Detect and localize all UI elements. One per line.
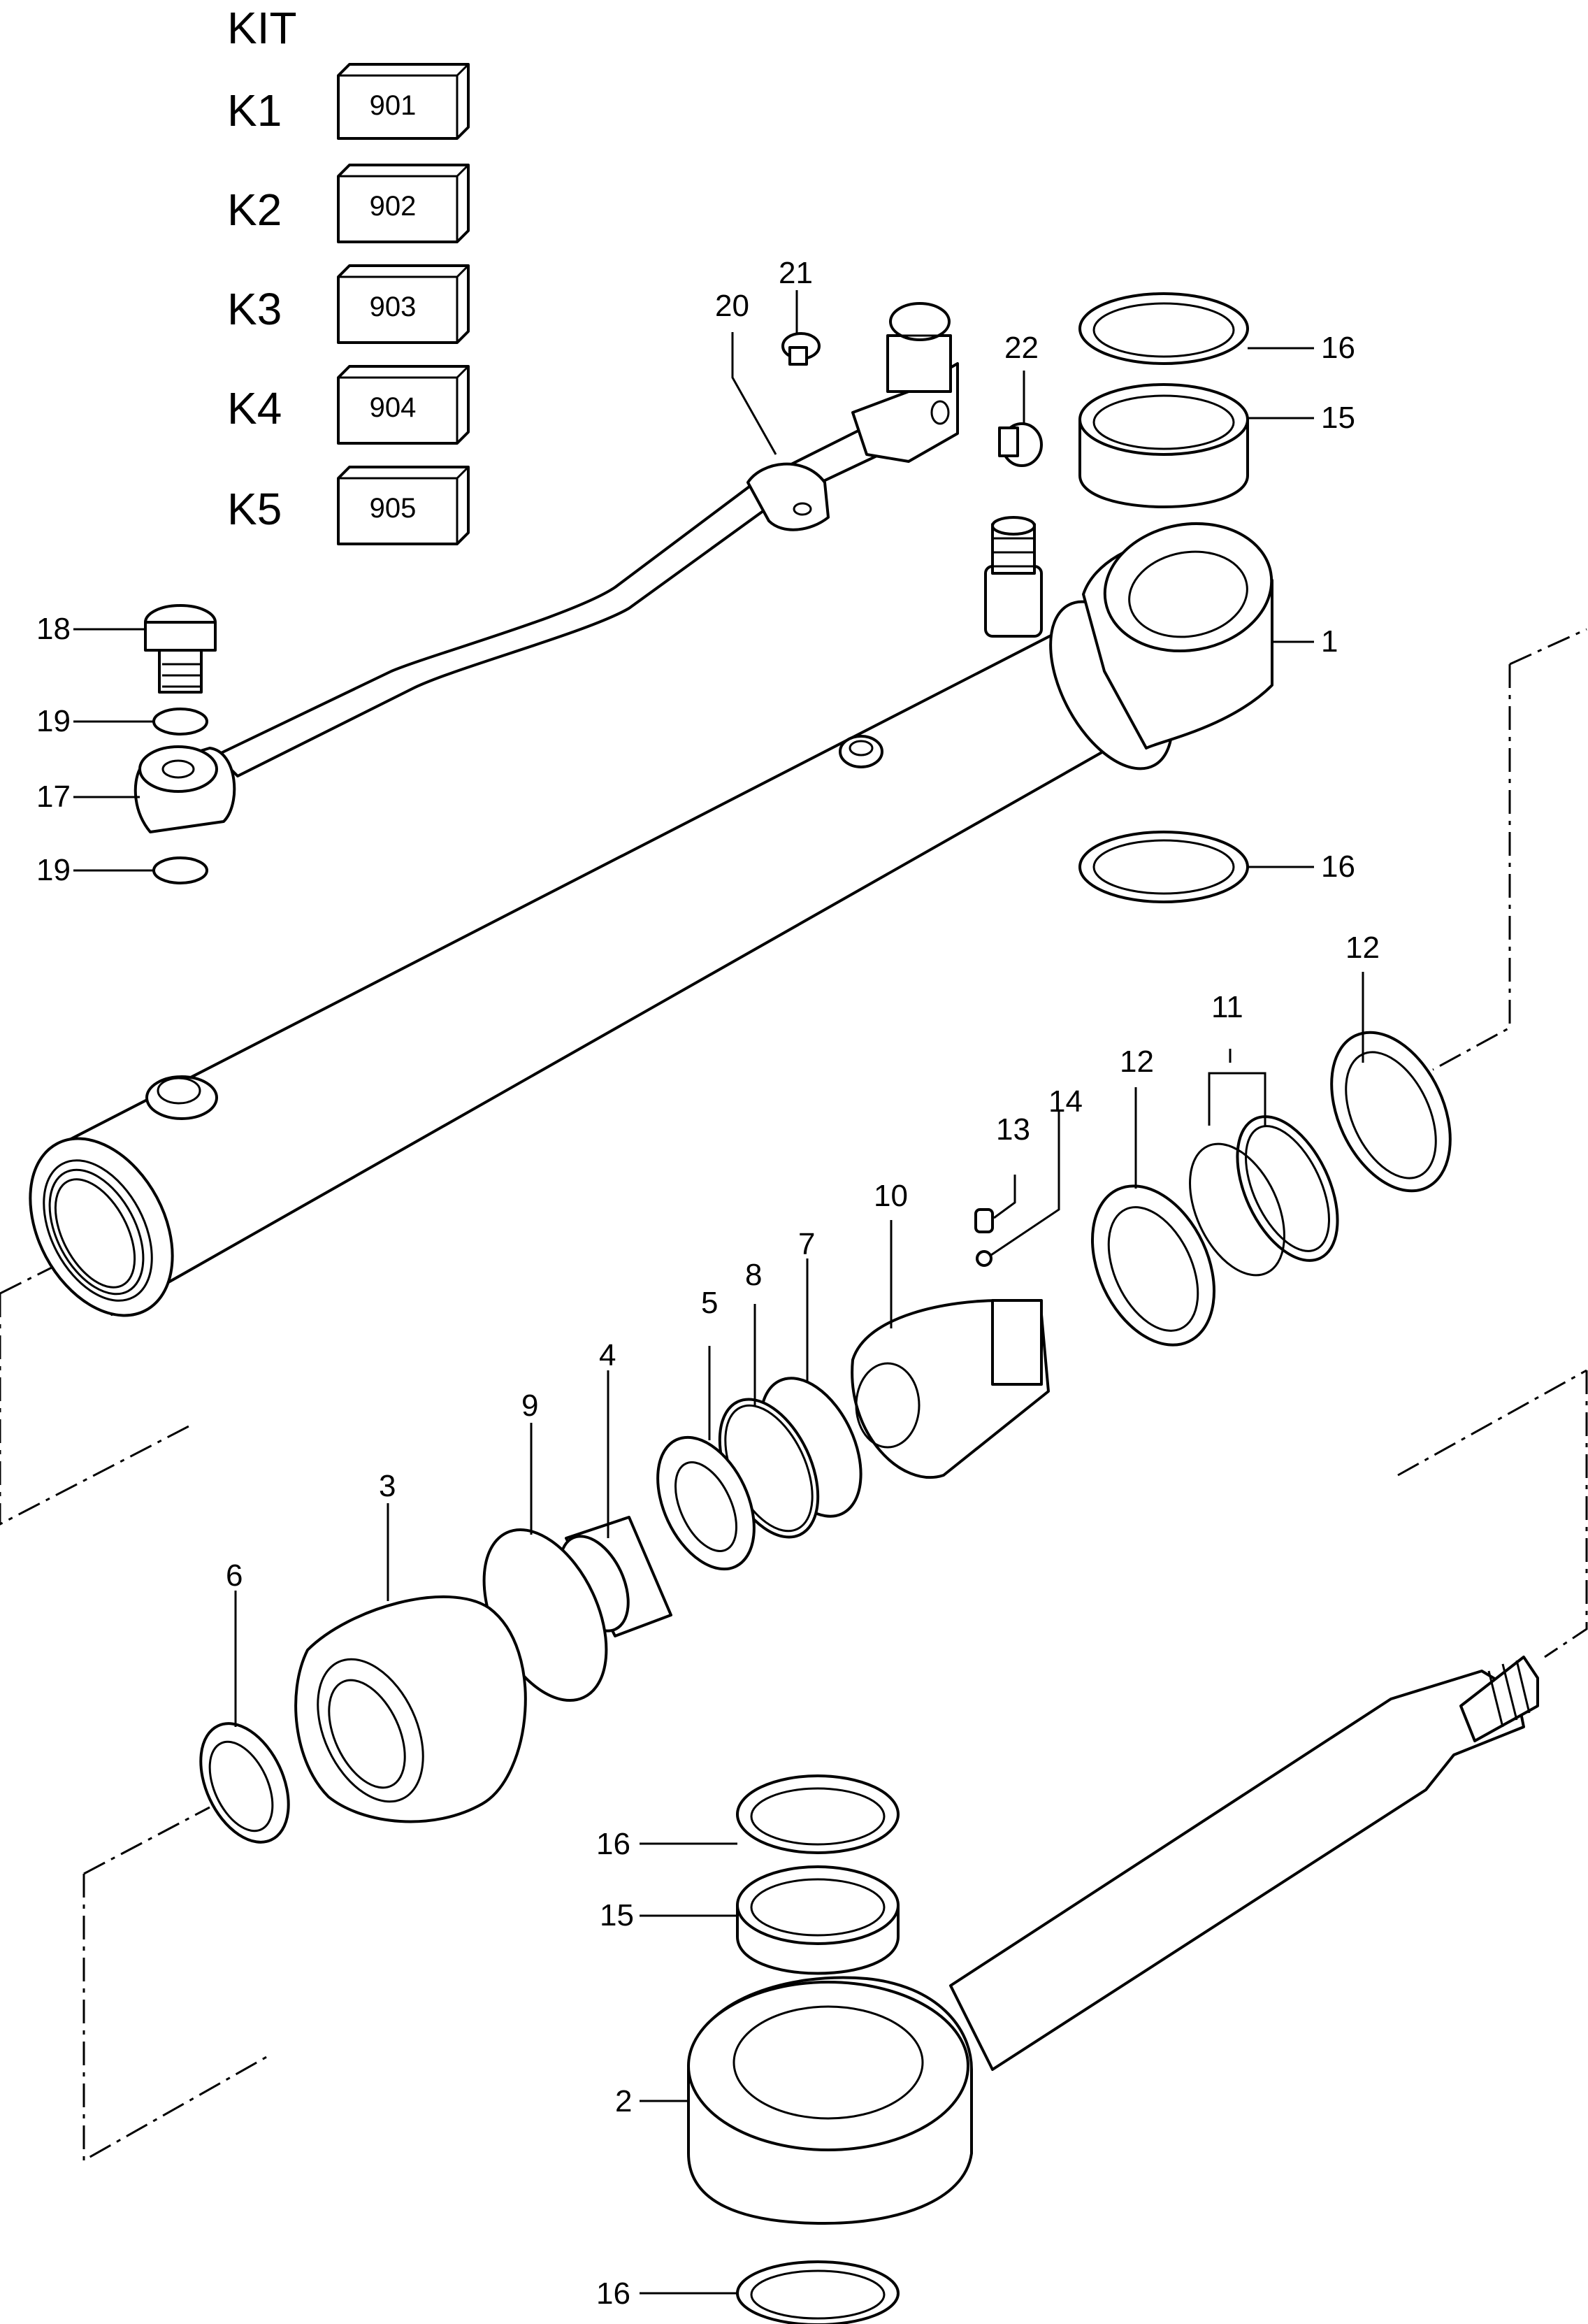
kit-row-k2: K2 902 — [227, 164, 470, 243]
callout-15-top: 15 — [1321, 401, 1355, 435]
callout-16-lower: 16 — [596, 1827, 630, 1861]
leader-lines — [73, 290, 1364, 2295]
piston-assembly — [82, 1031, 1588, 2162]
callout-11: 11 — [1211, 990, 1243, 1024]
callout-16-bottom: 16 — [596, 2276, 630, 2311]
kit-number-k1: 901 — [370, 90, 417, 121]
callout-16-top: 16 — [1321, 331, 1355, 365]
callouts: 1 2 3 4 5 6 7 8 9 10 11 12 12 13 14 15 1… — [36, 256, 1380, 2311]
callout-22: 22 — [1004, 331, 1039, 365]
cylinder-barrel — [0, 516, 1587, 1526]
kit-title: KIT — [227, 3, 297, 53]
piston-rod — [687, 1656, 1539, 2324]
kit-code-k3: K3 — [227, 284, 282, 334]
bushings-top — [1078, 292, 1249, 903]
kit-number-k2: 902 — [370, 191, 417, 222]
kit-number-k5: 905 — [370, 493, 417, 524]
callout-10: 10 — [874, 1179, 908, 1213]
callout-2: 2 — [615, 2084, 632, 2118]
callout-6: 6 — [226, 1558, 243, 1593]
kit-code-k5: K5 — [227, 484, 282, 534]
kit-row-k3: K3 903 — [227, 264, 470, 344]
kit-code-k2: K2 — [227, 185, 282, 235]
callout-15-bottom: 15 — [600, 1898, 634, 1932]
kit-number-k3: 903 — [370, 292, 417, 322]
callout-20: 20 — [715, 289, 749, 323]
kit-code-k1: K1 — [227, 85, 282, 136]
callout-17: 17 — [36, 780, 71, 814]
callout-16-mid: 16 — [1321, 849, 1355, 884]
callout-9: 9 — [521, 1389, 538, 1423]
callout-12-right: 12 — [1345, 931, 1380, 965]
callout-12-left: 12 — [1120, 1045, 1154, 1079]
callout-3: 3 — [379, 1469, 396, 1503]
callout-19-bottom: 19 — [36, 853, 71, 887]
kit-row-k1: K1 901 — [227, 63, 470, 140]
kit-code-k4: K4 — [227, 383, 282, 433]
tube-line — [133, 302, 1043, 884]
callout-5: 5 — [701, 1286, 718, 1320]
callout-7: 7 — [798, 1227, 815, 1261]
kit-number-k4: 904 — [370, 392, 417, 423]
callout-1: 1 — [1321, 624, 1338, 659]
callout-19-top: 19 — [36, 704, 71, 738]
callout-21: 21 — [779, 256, 813, 290]
kit-row-k4: K4 904 — [227, 365, 470, 445]
callout-13: 13 — [996, 1112, 1030, 1147]
callout-8: 8 — [745, 1258, 762, 1292]
callout-4: 4 — [599, 1338, 616, 1372]
callout-14: 14 — [1048, 1084, 1083, 1119]
kit-table: KIT K1 901 K2 902 K3 903 K4 — [227, 3, 470, 545]
kit-row-k5: K5 905 — [227, 466, 470, 545]
callout-18: 18 — [36, 612, 71, 646]
